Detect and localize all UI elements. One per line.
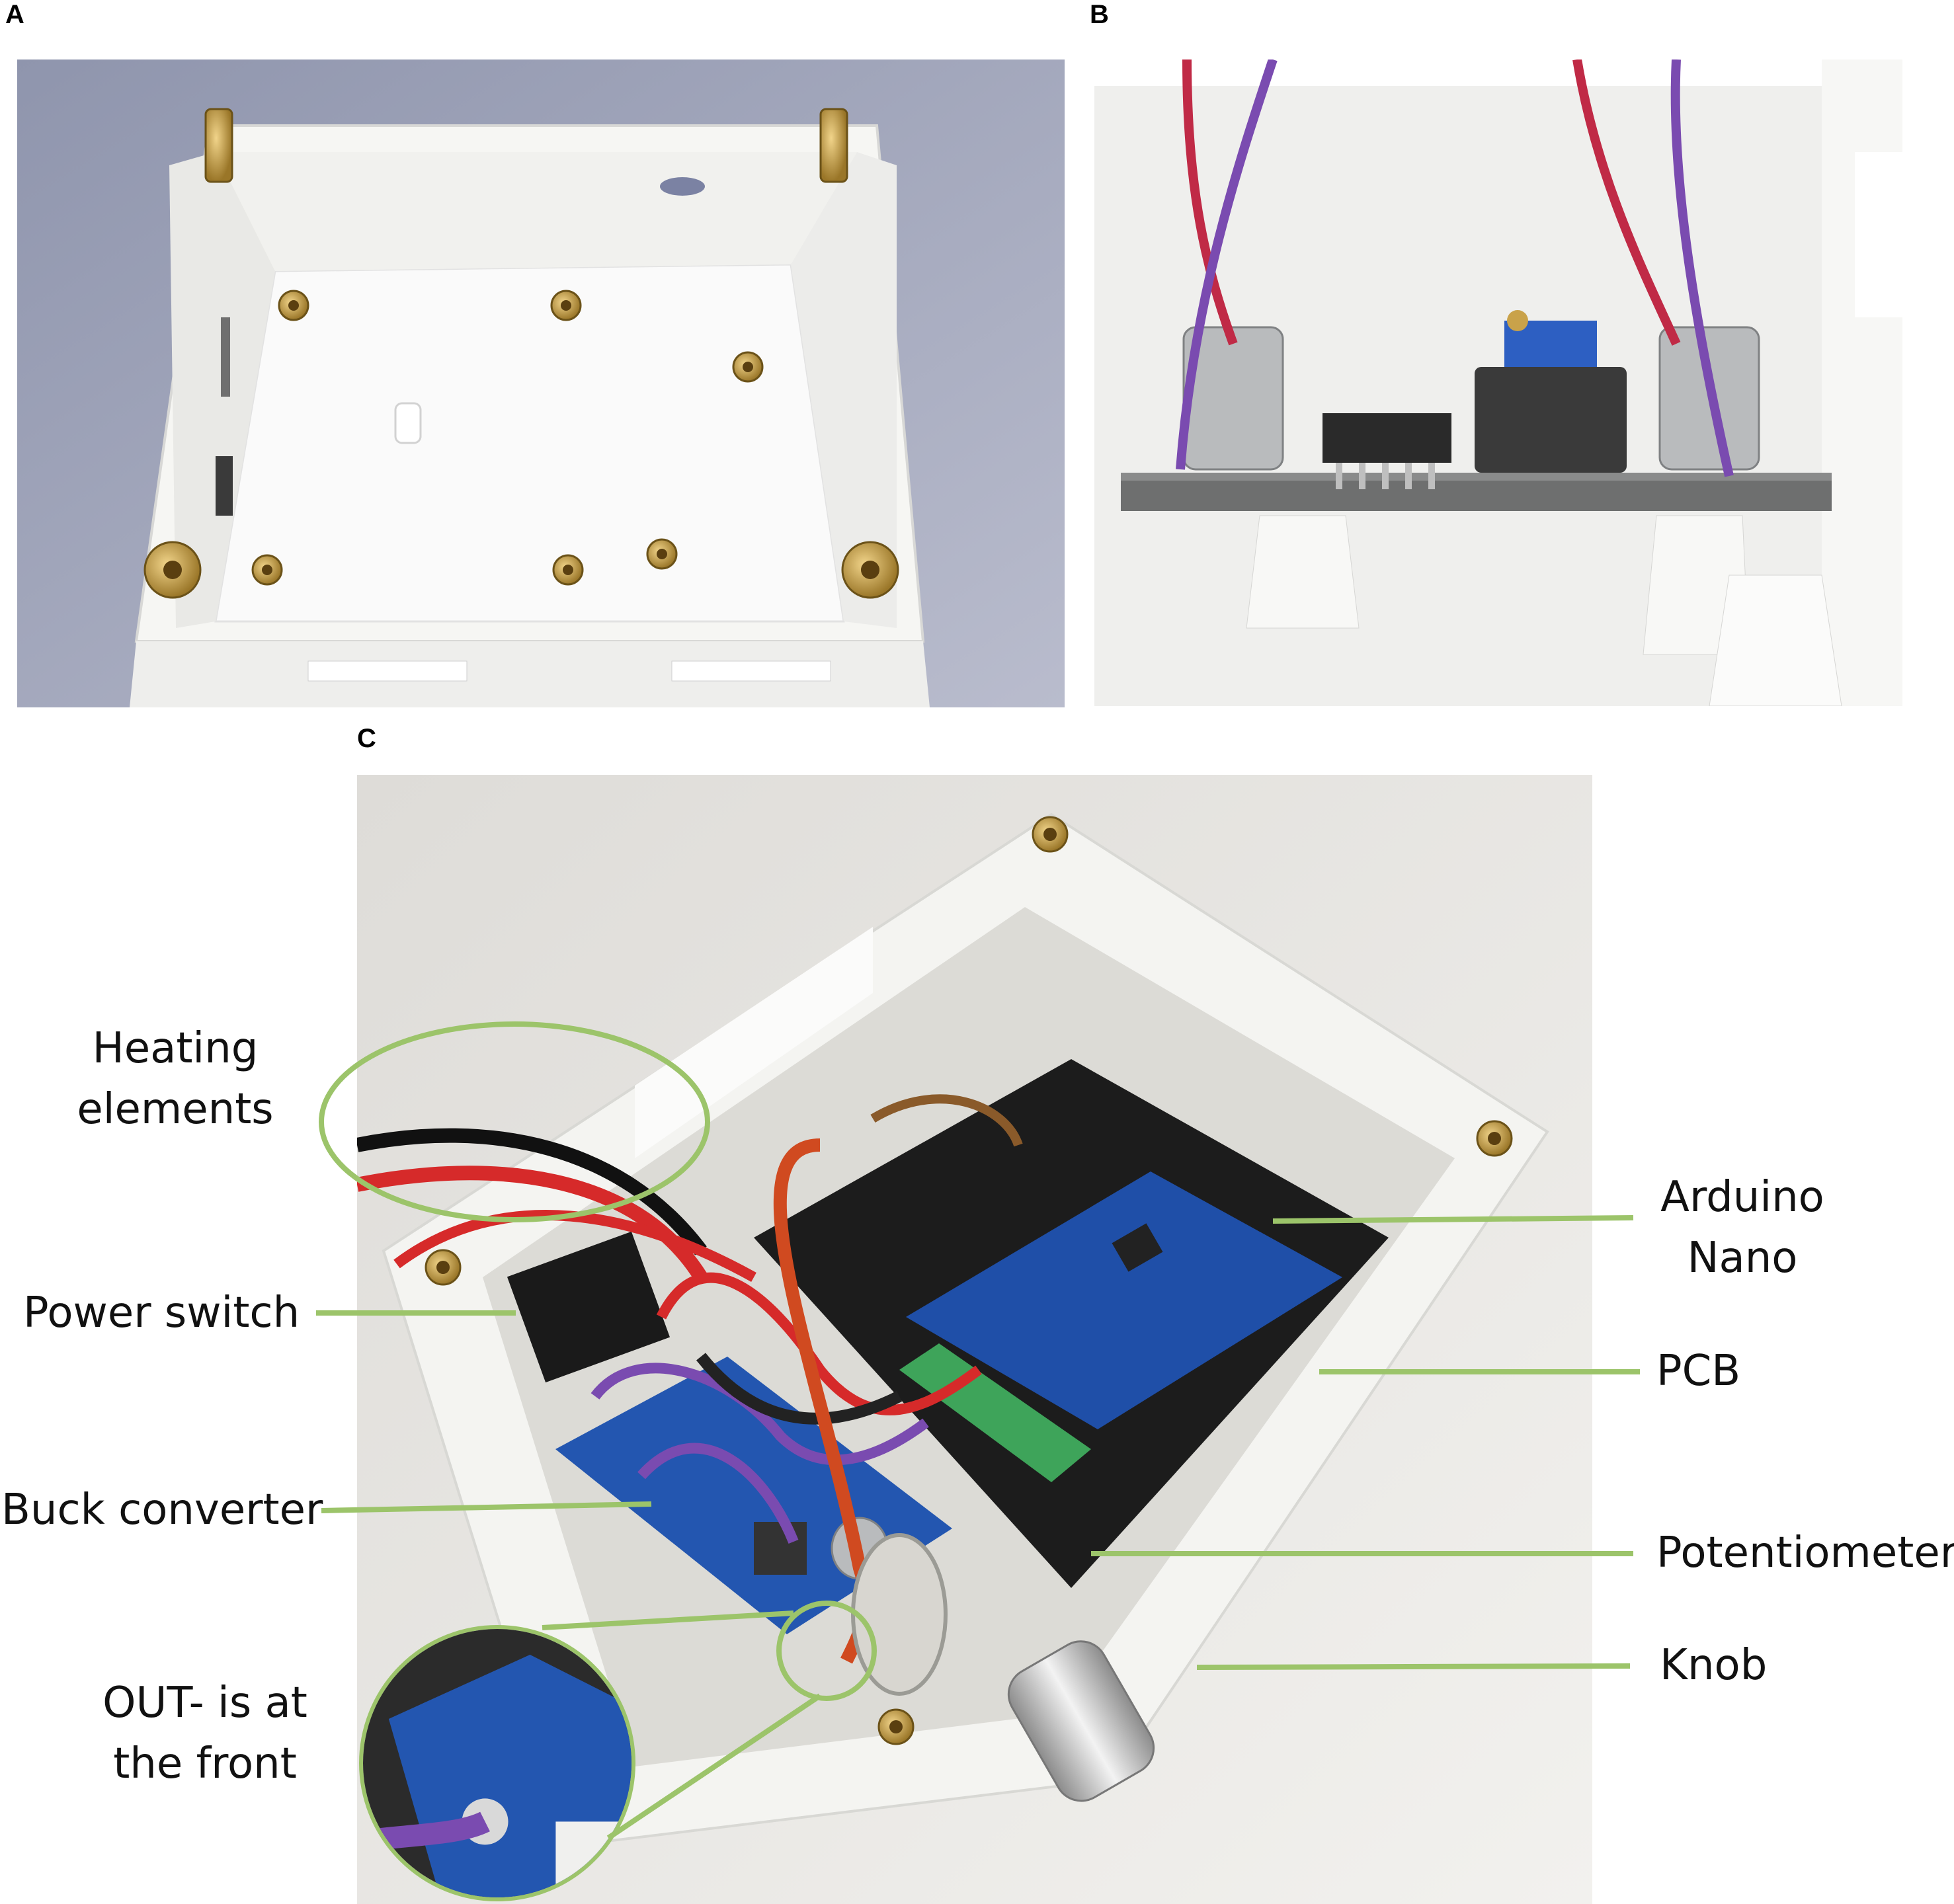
label-potentiometer: Potentiometer: [1656, 1528, 1954, 1577]
label-buck-converter: Buck converter: [1, 1486, 323, 1534]
label-heating-elements-line2: elements: [77, 1085, 274, 1134]
panel-letter-a: A: [5, 0, 24, 29]
label-knob: Knob: [1660, 1641, 1768, 1690]
label-heating-elements: Heating elements: [69, 1018, 281, 1140]
label-out-minus-line1: OUT- is at: [102, 1679, 307, 1727]
label-arduino-nano: Arduino Nano: [1640, 1167, 1845, 1289]
label-power-switch: Power switch: [23, 1289, 300, 1337]
label-out-minus-line2: the front: [113, 1739, 297, 1788]
label-pcb: PCB: [1656, 1347, 1741, 1396]
label-out-minus: OUT- is at the front: [93, 1673, 317, 1794]
photo-empty-enclosure: [17, 60, 1065, 707]
label-heating-elements-line1: Heating: [92, 1024, 259, 1073]
photo-buck-converter-closeup: [1094, 60, 1902, 706]
panel-letter-c: C: [357, 724, 376, 753]
panel-letter-b: B: [1090, 0, 1109, 29]
inset-out-minus-detail: [359, 1625, 635, 1901]
label-arduino-nano-line1: Arduino: [1660, 1173, 1824, 1222]
label-arduino-nano-line2: Nano: [1687, 1234, 1798, 1283]
